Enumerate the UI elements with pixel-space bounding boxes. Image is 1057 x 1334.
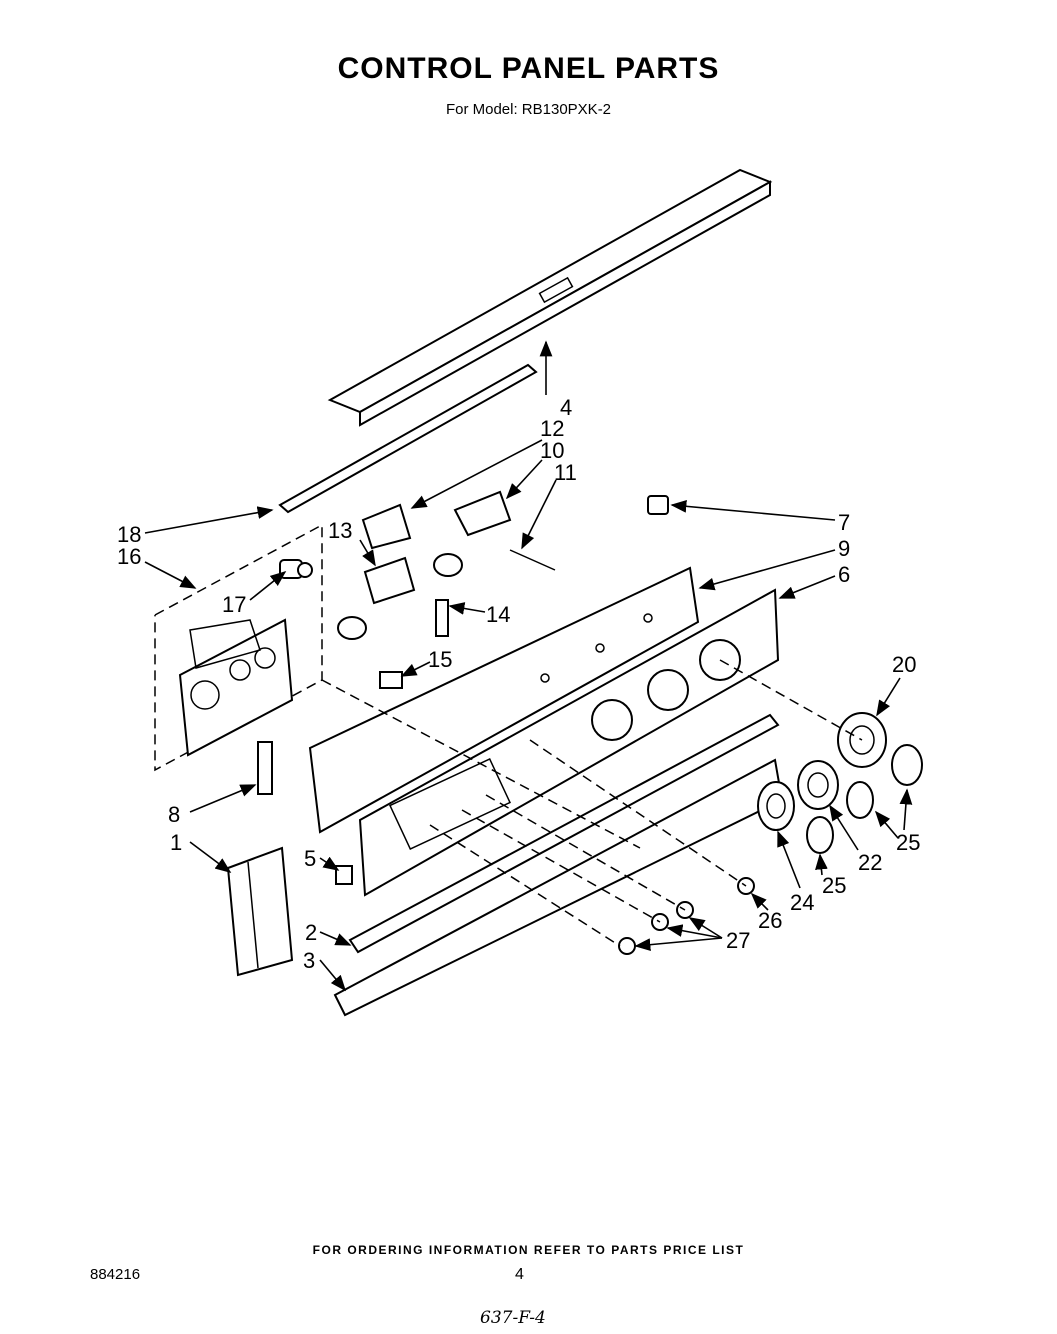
part-24-bezel <box>757 781 795 831</box>
part-14-bracket <box>435 599 449 637</box>
part-17-clock-knob <box>279 559 313 579</box>
part-11-wire <box>509 549 556 571</box>
part-8-bracket <box>257 741 273 795</box>
part-15-terminal <box>379 671 403 689</box>
callout-17: 17 <box>222 592 246 617</box>
callout-9: 9 <box>838 536 850 561</box>
model-subtitle: For Model: RB130PXK-2 <box>445 101 612 118</box>
callout-3: 3 <box>303 948 315 973</box>
part-13-switch <box>337 553 463 640</box>
callout-1: 1 <box>170 830 182 855</box>
callout-25b: 25 <box>896 830 920 855</box>
callout-24: 24 <box>790 890 814 915</box>
callout-26: 26 <box>758 908 782 933</box>
page-title: CONTROL PANEL PARTS <box>337 52 720 85</box>
part-2-channel <box>348 713 780 954</box>
part-10-switch <box>453 490 512 537</box>
ordering-note: FOR ORDERING INFORMATION REFER TO PARTS … <box>312 1243 745 1257</box>
callout-22: 22 <box>858 850 882 875</box>
callout-11: 11 <box>554 460 577 485</box>
leader-lines <box>144 340 913 992</box>
callout-2: 2 <box>305 920 317 945</box>
part-4-top-trim <box>327 168 773 427</box>
document-number: 884216 <box>90 1266 141 1283</box>
part-9-bracket-panel <box>308 566 700 834</box>
part-27-grommet <box>618 901 694 955</box>
callout-10: 10 <box>540 438 564 463</box>
callout-20: 20 <box>892 652 916 677</box>
part-18-trim-strip <box>278 363 538 514</box>
callout-labels: 1 2 3 4 5 6 7 8 9 10 11 12 13 14 15 16 1… <box>117 395 920 973</box>
callout-7: 7 <box>838 510 850 535</box>
callout-16: 16 <box>117 544 141 569</box>
callout-18: 18 <box>117 522 141 547</box>
page-number: 4 <box>515 1266 524 1283</box>
callout-4: 4 <box>560 395 572 420</box>
part-12-switch <box>361 503 412 550</box>
part-25-knob <box>806 744 923 854</box>
handwritten-note: 637-F-4 <box>480 1308 546 1328</box>
callout-6: 6 <box>838 562 850 587</box>
callout-14: 14 <box>486 602 510 627</box>
part-22-bezel <box>797 760 839 810</box>
callout-15: 15 <box>428 647 452 672</box>
callout-27: 27 <box>726 928 750 953</box>
alignment-lines <box>321 659 863 947</box>
callout-25a: 25 <box>822 873 846 898</box>
part-1-terminal-block <box>226 846 294 977</box>
callout-5: 5 <box>304 846 316 871</box>
callout-13: 13 <box>328 518 352 543</box>
callout-12: 12 <box>540 416 564 441</box>
part-7-clip <box>647 495 669 515</box>
part-5-block <box>335 865 353 885</box>
callout-8: 8 <box>168 802 180 827</box>
part-16-clock-assembly <box>154 523 323 772</box>
